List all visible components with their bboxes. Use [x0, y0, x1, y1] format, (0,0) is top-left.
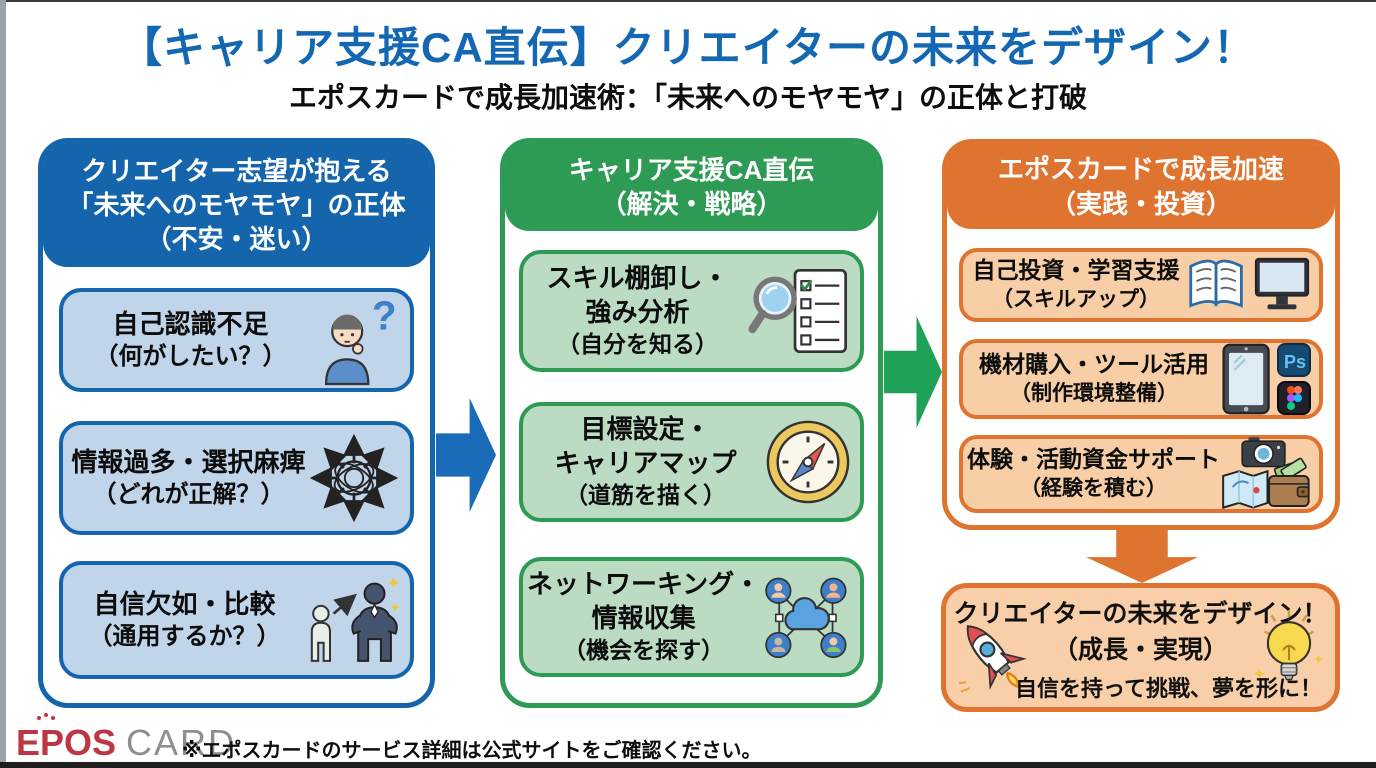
- person-node: [820, 631, 847, 659]
- outcome-box: クリエイターの未来をデザイン！ （成長・実現）: [941, 583, 1340, 712]
- lightbulb-icon: [1254, 610, 1323, 681]
- right-arrow-problems-to-solutions: [436, 398, 496, 512]
- monitor-icon: [1254, 257, 1310, 310]
- footer-disclaimer: ※エポスカードのサービス詳細は公式サイトをご確認ください。: [182, 740, 762, 762]
- item-text: 目標設定・ キャリアマップ （道筋を描く）: [527, 413, 764, 510]
- item-line: 自己投資・学習支援: [972, 257, 1180, 284]
- compass-icon: [766, 420, 850, 504]
- item-text: スキル棚卸し・ 強み分析 （自分を知る）: [527, 262, 748, 359]
- item-text: 機材購入・ツール活用 （制作環境整備）: [967, 350, 1221, 407]
- header-line: （不安・迷い）: [145, 224, 328, 255]
- photoshop-icon: Ps: [1277, 343, 1311, 377]
- item-icons: Ps: [1221, 343, 1311, 415]
- header-line: クリエイター志望が抱える: [81, 155, 392, 186]
- item-line: 体験・活動資金サポート: [967, 446, 1220, 473]
- problems-column-header: クリエイター志望が抱える 「未来へのモヤモヤ」の正体 （不安・迷い）: [43, 143, 430, 267]
- rocket-icon: [959, 625, 1027, 693]
- svg-text:?: ?: [372, 294, 397, 338]
- item-line: 自信欠如・比較: [93, 588, 276, 619]
- screen-edge-bottom: [0, 762, 1376, 768]
- item-line: 目標設定・: [580, 414, 711, 445]
- action-item-equipment-tools: 機材購入・ツール活用 （制作環境整備） Ps: [959, 339, 1323, 419]
- outcome-title: クリエイターの未来をデザイン！: [953, 600, 1328, 628]
- outcome-caption: 自信を持って挑戦、夢を形に！: [1015, 676, 1322, 701]
- comparison-people-icon: [310, 577, 400, 662]
- item-line: （自分を知る）: [557, 330, 718, 357]
- item-line: （何がしたい？）: [94, 343, 287, 371]
- outcome-subtitle: （成長・実現）: [1052, 636, 1228, 664]
- page-title: 【キャリア支援CA直伝】クリエイターの未来をデザイン！: [120, 24, 1256, 71]
- item-text: 情報過多・選択麻痺 （どれが正解？）: [69, 446, 308, 511]
- item-line: 情報収集: [591, 603, 696, 634]
- camera-map-wallet-icon: [1222, 437, 1310, 509]
- down-arrow-actions-to-outcome: [1086, 529, 1198, 583]
- header-line: キャリア支援CA直伝: [568, 154, 815, 185]
- item-text: 体験・活動資金サポート （経験を積む）: [967, 445, 1220, 502]
- problem-item-information-overload: 情報過多・選択麻痺 （どれが正解？）: [59, 421, 414, 535]
- item-text: ネットワーキング・ 情報収集 （機会を探す）: [527, 568, 760, 665]
- solution-item-skill-inventory: スキル棚卸し・ 強み分析 （自分を知る）: [519, 250, 864, 372]
- thinking-person-icon: ?: [324, 294, 397, 386]
- network-icon: [765, 577, 847, 659]
- item-text: 自己投資・学習支援 （スキルアップ）: [967, 256, 1185, 313]
- epos-crown-dots-icon: [37, 713, 55, 720]
- right-arrow-solutions-to-actions: [884, 316, 942, 428]
- item-line: 自己認識不足: [112, 308, 269, 339]
- header-line: エポスカードで成長加速: [997, 154, 1284, 185]
- item-line: 情報過多・選択麻痺: [71, 446, 306, 477]
- wallet-icon: [1268, 457, 1310, 508]
- action-item-experience-funding: 体験・活動資金サポート （経験を積む）: [959, 435, 1323, 513]
- item-line: （どれが正解？）: [92, 481, 285, 509]
- item-line: （スキルアップ）: [992, 288, 1160, 312]
- tangled-arrows-icon: [309, 433, 399, 523]
- actions-column: エポスカードで成長加速 （実践・投資） 自己投資・学習支援 （スキルアップ）: [942, 139, 1340, 530]
- camera-icon: [1241, 437, 1286, 468]
- problems-column: クリエイター志望が抱える 「未来へのモヤモヤ」の正体 （不安・迷い） 自己認識不…: [38, 138, 435, 708]
- problem-item-lack-of-confidence: 自信欠如・比較 （通用するか？）: [59, 561, 414, 679]
- item-line: 機材購入・ツール活用: [979, 351, 1209, 378]
- header-line: 「未来へのモヤモヤ」の正体: [67, 189, 406, 220]
- figma-icon: [1277, 381, 1311, 415]
- item-line: ネットワーキング・: [527, 569, 761, 600]
- actions-column-header: エポスカードで成長加速 （実践・投資）: [947, 144, 1335, 229]
- screen-edge-top: [0, 0, 1376, 2]
- svg-text:Ps: Ps: [1284, 352, 1306, 372]
- map-icon: [1222, 469, 1269, 509]
- item-line: （制作環境整備）: [1010, 382, 1178, 406]
- magnifier-checklist-icon: [748, 268, 848, 354]
- person-node: [765, 631, 792, 659]
- epos-wordmark: EPOS: [16, 722, 117, 763]
- person-node: [765, 577, 792, 604]
- software-icons: Ps: [1277, 343, 1311, 415]
- card-wordmark: CARD: [126, 722, 237, 763]
- problem-item-self-awareness: 自己認識不足 （何がしたい？） ?: [59, 288, 414, 392]
- solutions-column: キャリア支援CA直伝 （解決・戦略） スキル棚卸し・ 強み分析 （自分を知る）: [500, 138, 883, 708]
- item-text: 自己認識不足 （何がしたい？）: [69, 308, 312, 373]
- item-line: 強み分析: [585, 297, 690, 328]
- solutions-column-header: キャリア支援CA直伝 （解決・戦略）: [505, 143, 878, 231]
- solution-item-career-map: 目標設定・ キャリアマップ （道筋を描く）: [519, 402, 864, 522]
- item-line: （道筋を描く）: [565, 481, 726, 508]
- header-line: （解決・戦略）: [600, 189, 783, 219]
- action-item-self-investment: 自己投資・学習支援 （スキルアップ）: [959, 248, 1323, 322]
- item-line: スキル棚卸し・: [546, 263, 729, 294]
- tablet-icon: [1222, 343, 1270, 415]
- header-line: （実践・投資）: [1049, 188, 1232, 219]
- item-line: キャリアマップ: [554, 448, 737, 479]
- epos-card-logo: EPOS CARD: [16, 713, 237, 764]
- screen-edge-left: [0, 0, 6, 768]
- page-subtitle: エポスカードで成長加速術：「未来へのモヤモヤ」の正体と打破: [288, 82, 1087, 113]
- item-line: （通用するか？）: [88, 623, 281, 651]
- open-book-icon: [1189, 259, 1243, 308]
- item-text: 自信欠如・比較 （通用するか？）: [69, 588, 300, 653]
- item-line: （経験を積む）: [1020, 477, 1167, 501]
- person-node: [820, 577, 847, 604]
- item-icons: [1185, 255, 1311, 315]
- item-line: （機会を探す）: [563, 636, 725, 663]
- solution-item-networking: ネットワーキング・ 情報収集 （機会を探す）: [519, 557, 864, 677]
